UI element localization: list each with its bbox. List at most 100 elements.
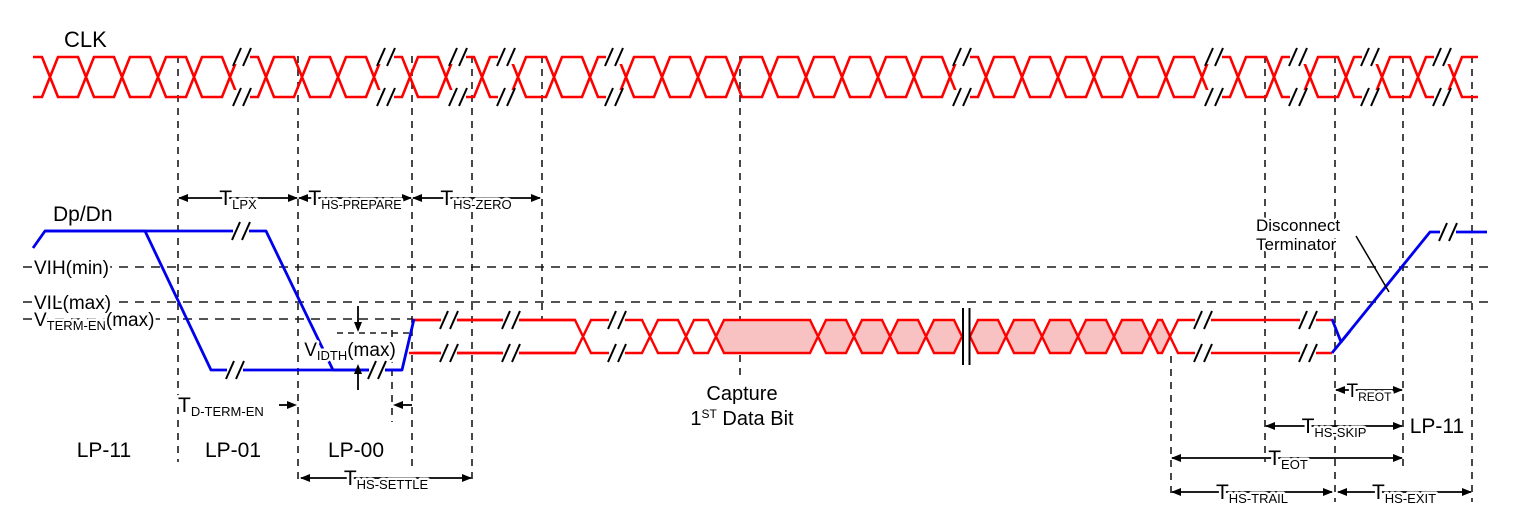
hs-data-bit-shaded	[716, 320, 818, 353]
break-slash	[607, 343, 617, 363]
arrowhead-left	[300, 474, 310, 482]
break-slash	[1448, 222, 1458, 242]
hs-zero-flat-lines	[409, 318, 575, 355]
break-slash	[496, 87, 506, 107]
break-slash	[242, 87, 252, 107]
hs-data-bit-shaded	[970, 320, 1006, 353]
arrowhead-left	[412, 194, 422, 202]
t-hs-exit-main: T	[1372, 481, 1385, 504]
break-slash	[235, 360, 245, 380]
break-slash	[1214, 47, 1224, 67]
t-hs-zero-main: T	[440, 187, 453, 210]
capture-rest: Data Bit	[717, 408, 794, 430]
t-hs-skip-label: THS-SKIP	[1302, 415, 1367, 440]
hs-data-bit-shaded	[1114, 320, 1150, 353]
lp-dp-waveform	[31, 229, 416, 372]
break-slash	[1308, 310, 1318, 330]
break-slash	[1370, 87, 1380, 107]
clock-eye-waveform	[33, 55, 1478, 99]
break-slash	[1288, 87, 1298, 107]
state-lp11-right-label: LP-11	[1410, 415, 1464, 438]
vidth-max-label: VIDTH(max)	[304, 340, 396, 363]
t-hs-prepare-main: T	[308, 187, 321, 210]
capture-num: 1	[690, 408, 701, 430]
break-slash	[511, 310, 521, 330]
break-slash	[1360, 87, 1370, 107]
break-slash	[614, 47, 624, 67]
break-slash	[376, 87, 386, 107]
break-slash	[617, 310, 627, 330]
vidth-post: (max)	[347, 340, 396, 361]
hs-data-bit-shaded	[890, 320, 926, 353]
vterm-main: V	[34, 310, 47, 331]
arrowhead-left	[178, 194, 188, 202]
t-hs-settle-sub: HS-SETTLE	[357, 477, 429, 492]
arrowhead-right	[462, 474, 472, 482]
t-hs-prepare-sub: HS-PREPARE	[321, 198, 401, 212]
t-reot-label: TREOT	[1347, 381, 1393, 404]
t-hs-skip-main: T	[1302, 415, 1315, 438]
break-slash	[1203, 343, 1213, 363]
break-slash	[1298, 310, 1308, 330]
arrowhead-right	[1462, 488, 1472, 496]
break-slash	[1204, 47, 1214, 67]
break-slash	[604, 47, 614, 67]
arrowhead-right	[1323, 488, 1333, 496]
break-slash	[242, 47, 252, 67]
hs-trail-flat-lines	[1168, 318, 1332, 355]
arrowhead-right	[1393, 454, 1403, 462]
hs-data-bit-shaded	[1078, 320, 1114, 353]
disconnect-terminator-line1: Disconnect	[1256, 216, 1340, 235]
break-slash	[617, 343, 627, 363]
break-slash	[231, 221, 241, 241]
break-slash	[962, 47, 972, 67]
t-lpx-label: TLPX	[219, 187, 257, 212]
break-slash	[496, 47, 506, 67]
waveform-graphics	[23, 47, 1490, 502]
t-eot-sub: EOT	[1281, 457, 1308, 472]
break-slash	[1298, 87, 1308, 107]
break-slash	[506, 47, 516, 67]
t-d-term-en-main: T	[178, 394, 191, 417]
clock-signal-label: CLK	[64, 27, 107, 52]
arrowhead-down	[354, 322, 362, 332]
arrowhead-right	[402, 194, 412, 202]
arrowhead-right	[1393, 386, 1403, 394]
break-slash	[1204, 87, 1214, 107]
state-lp11-left-label: LP-11	[77, 439, 131, 462]
leader-line	[1355, 235, 1390, 293]
arrowhead-left	[393, 401, 403, 409]
hs-data-bit-shaded	[1006, 320, 1042, 353]
hs-burst-waveform-2	[968, 318, 1172, 355]
break-slash	[241, 221, 251, 241]
t-hs-settle-label: THS-SETTLE	[344, 467, 429, 492]
break-slash	[952, 87, 962, 107]
break-slash	[439, 343, 449, 363]
break-slash	[386, 87, 396, 107]
break-slash	[962, 87, 972, 107]
disconnect-terminator-line2: Terminator	[1256, 235, 1337, 254]
arrowhead-left	[1265, 422, 1275, 430]
break-slash	[449, 343, 459, 363]
break-slash	[1442, 47, 1452, 67]
break-slash	[1432, 47, 1442, 67]
break-slash	[1308, 343, 1318, 363]
t-lpx-sub: LPX	[232, 197, 257, 212]
break-slash	[1432, 87, 1442, 107]
hs-data-bit-shaded	[854, 320, 890, 353]
break-slash	[1442, 87, 1452, 107]
t-eot-main: T	[1268, 447, 1281, 470]
break-slash	[501, 310, 511, 330]
break-slash	[604, 87, 614, 107]
t-hs-zero-label: THS-ZERO	[440, 187, 511, 212]
break-slash	[1360, 47, 1370, 67]
t-eot-label: TEOT	[1268, 447, 1308, 472]
t-d-term-en-sub: D-TERM-EN	[191, 404, 264, 419]
break-slash	[506, 87, 516, 107]
arrowhead-left	[1171, 488, 1181, 496]
hs-data-bit-shaded	[1150, 320, 1170, 353]
break-slash	[449, 310, 459, 330]
break-slash	[1298, 47, 1308, 67]
break-slash	[614, 87, 624, 107]
